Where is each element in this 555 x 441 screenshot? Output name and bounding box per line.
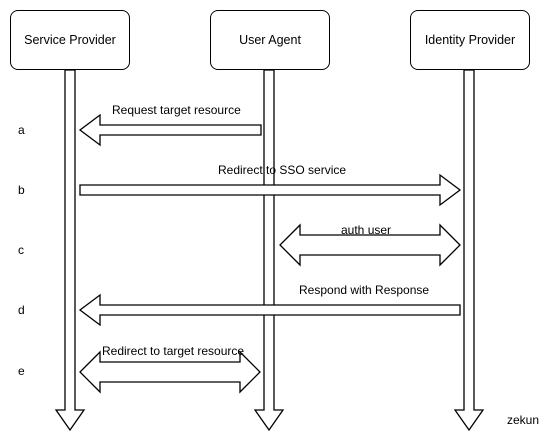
arrow-e (79, 350, 261, 394)
step-label-e: e (18, 364, 25, 378)
arrow-c (279, 223, 461, 267)
step-label-b: b (18, 183, 25, 197)
arrow-a (78, 113, 262, 147)
actor-label: Service Provider (24, 33, 116, 47)
message-d-label: Respond with Response (299, 283, 430, 297)
lifeline-service-provider (54, 69, 86, 432)
arrow-d (78, 293, 461, 327)
actor-label: User Agent (239, 33, 301, 47)
actor-identity-provider: Identity Provider (410, 10, 530, 70)
step-label-d: d (18, 303, 25, 317)
actor-user-agent: User Agent (210, 10, 330, 70)
lifeline-identity-provider (453, 69, 485, 432)
step-label-a: a (18, 123, 25, 137)
message-a-label: Request target resource (112, 103, 241, 117)
arrow-b (79, 173, 462, 207)
message-e-label: Redirect to target resource (102, 344, 245, 358)
message-b-label: Redirect to SSO service (218, 163, 347, 177)
actor-label: Identity Provider (424, 33, 516, 47)
actor-service-provider: Service Provider (10, 10, 130, 70)
lifeline-user-agent (253, 69, 285, 432)
author-signature: zekun (507, 413, 540, 427)
step-label-c: c (18, 243, 24, 257)
message-c-label: auth user (341, 223, 392, 237)
